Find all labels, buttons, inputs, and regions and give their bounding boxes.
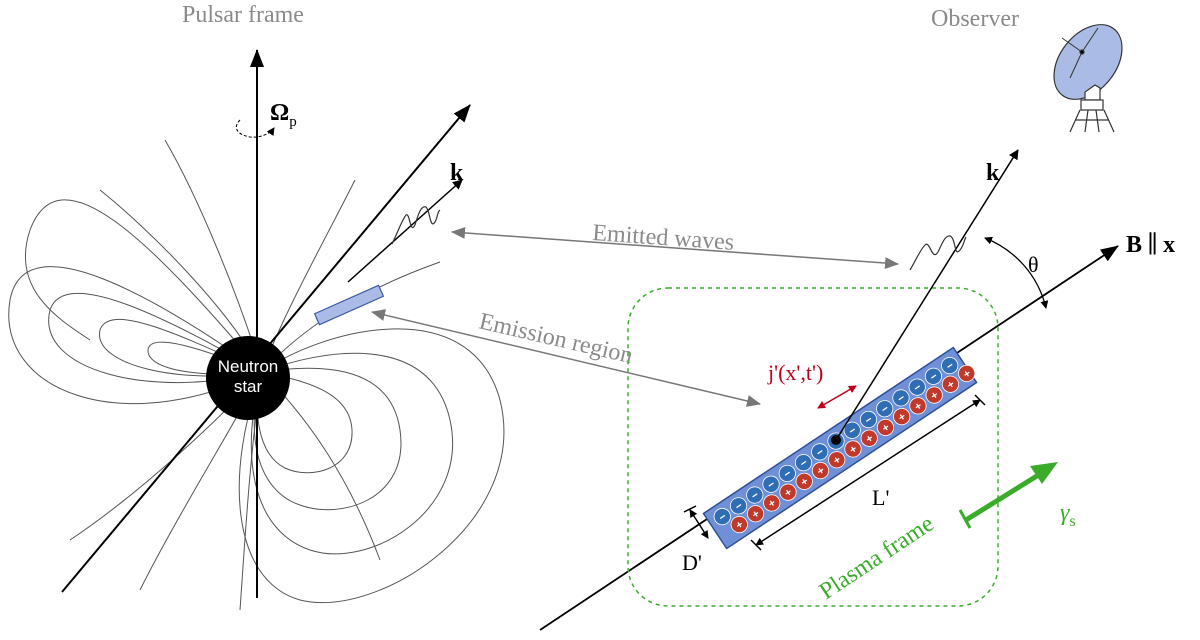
plasma-frame-label: Plasma frame xyxy=(815,511,939,605)
omega-label: Ωp xyxy=(270,100,297,130)
k-right-label: k xyxy=(986,160,1000,186)
emitted-waves-arrow xyxy=(451,226,899,270)
emission-region-label: Emission region xyxy=(477,309,635,370)
width-label: D' xyxy=(682,550,702,575)
neutron-star xyxy=(206,336,290,420)
k-left-label: k xyxy=(450,160,464,186)
negative-charge xyxy=(941,356,959,375)
emission-point xyxy=(831,435,841,445)
plasma-frame-box xyxy=(627,287,999,607)
width-dimension xyxy=(689,509,709,539)
observer-label: Observer xyxy=(931,6,1019,32)
b-field-label: B∥x xyxy=(1126,232,1175,258)
wave-vector-k-left xyxy=(347,179,463,283)
gamma-arrow-tail xyxy=(958,509,972,529)
gamma-label: γs xyxy=(1060,500,1076,530)
length-dimension xyxy=(755,399,981,546)
wave-packet-right-icon xyxy=(909,235,967,271)
radio-telescope-icon xyxy=(1053,24,1123,133)
negative-charge xyxy=(908,378,926,396)
neutron-star-label-2: star xyxy=(234,377,263,396)
positive-charge xyxy=(941,375,960,393)
pulsar-frame-label: Pulsar frame xyxy=(182,2,304,28)
theta-arc xyxy=(984,236,1049,309)
wave-vector-k-right xyxy=(835,149,1019,441)
negative-charge xyxy=(713,507,731,526)
positive-charge xyxy=(730,515,748,534)
gamma-arrow-head-icon xyxy=(1030,462,1058,484)
negative-charge xyxy=(924,367,943,385)
theta-label: θ xyxy=(1028,252,1039,277)
gamma-arrow xyxy=(964,471,1042,523)
emission-region-small xyxy=(313,284,385,326)
wave-packet-left-icon xyxy=(391,206,441,245)
length-tick-bottom xyxy=(750,539,762,551)
current-arrow xyxy=(817,385,857,409)
plasma-slab: −+−+−+−+−+−+−+−+−+−+−+−+−+−+−+ xyxy=(702,346,978,550)
length-label: L' xyxy=(872,485,889,510)
emitted-waves-label: Emitted waves xyxy=(592,220,735,256)
positive-charge xyxy=(958,364,976,383)
rotation-arrow-icon xyxy=(235,119,275,138)
emission-region-arrow xyxy=(371,309,761,407)
length-tick-top xyxy=(974,394,986,406)
negative-charge xyxy=(729,497,748,515)
width-tick-top xyxy=(683,505,697,513)
current-label: j'(x',t') xyxy=(767,360,823,385)
neutron-star-label-1: Neutron xyxy=(218,357,278,376)
